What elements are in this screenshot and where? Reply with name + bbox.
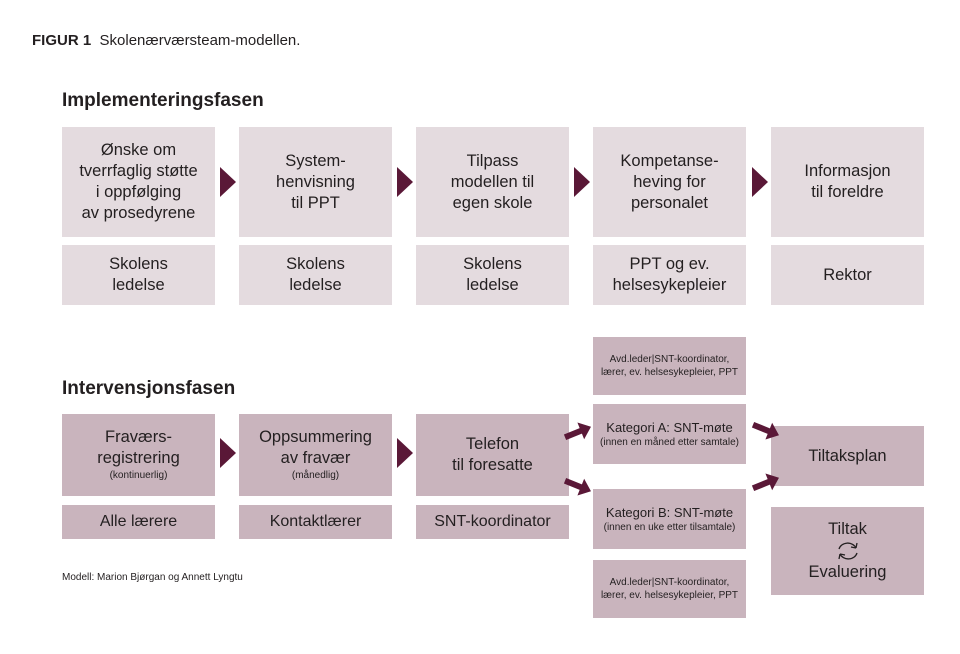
arrow-b-to-plan bbox=[751, 473, 779, 492]
impl-arrow-3 bbox=[574, 167, 590, 197]
implementation-heading: Implementeringsfasen bbox=[62, 90, 264, 111]
impl-responsible-4: PPT og ev. helsesykepleier bbox=[593, 245, 746, 305]
category-a: Kategori A: SNT-møte (innen en måned ett… bbox=[593, 404, 746, 464]
arrow-to-category-a bbox=[563, 422, 591, 441]
impl-arrow-2 bbox=[397, 167, 413, 197]
figure-label: FIGUR 1 bbox=[32, 32, 92, 49]
figure-title: Skolenærværsteam-modellen. bbox=[99, 32, 301, 49]
impl-step-2: System- henvisning til PPT bbox=[239, 127, 392, 237]
int-step-3: Telefon til foresatte bbox=[416, 414, 569, 496]
int-step-2-note: (månedlig) bbox=[291, 470, 340, 481]
arrow-a-to-plan bbox=[751, 421, 779, 440]
figure-caption: FIGUR 1 Skolenærværsteam-modellen. bbox=[32, 32, 300, 49]
cycle-icon bbox=[837, 542, 858, 560]
impl-responsible-3: Skolens ledelse bbox=[416, 245, 569, 305]
int-responsible-2: Kontaktlærer bbox=[239, 505, 392, 539]
participants-bottom: Avd.leder|SNT-koordinator, lærer, ev. he… bbox=[593, 560, 746, 618]
int-arrow-2 bbox=[397, 438, 413, 468]
category-b-note: (innen en uke etter tilsamtale) bbox=[603, 522, 736, 533]
int-step-2-text: Oppsummering av fravær bbox=[259, 428, 372, 467]
model-credit: Modell: Marion Bjørgan og Annett Lyngtu bbox=[62, 572, 243, 583]
int-step-2: Oppsummering av fravær (månedlig) bbox=[239, 414, 392, 496]
tiltaksplan-box: Tiltaksplan bbox=[771, 426, 924, 486]
impl-responsible-2: Skolens ledelse bbox=[239, 245, 392, 305]
int-responsible-3: SNT-koordinator bbox=[416, 505, 569, 539]
arrow-to-category-b bbox=[563, 477, 591, 496]
impl-step-4: Kompetanse- heving for personalet bbox=[593, 127, 746, 237]
int-step-1-text: Fraværs- registrering bbox=[97, 428, 180, 467]
category-a-note: (innen en måned etter samtale) bbox=[600, 437, 739, 448]
category-b-title: Kategori B: SNT-møte bbox=[605, 505, 734, 520]
impl-arrow-4 bbox=[752, 167, 768, 197]
impl-responsible-1: Skolens ledelse bbox=[62, 245, 215, 305]
int-step-1-note: (kontinuerlig) bbox=[109, 470, 168, 481]
int-responsible-1: Alle lærere bbox=[62, 505, 215, 539]
impl-arrow-1 bbox=[220, 167, 236, 197]
impl-step-1: Ønske om tverrfaglig støtte i oppfølging… bbox=[62, 127, 215, 237]
impl-step-5: Informasjon til foreldre bbox=[771, 127, 924, 237]
participants-top: Avd.leder|SNT-koordinator, lærer, ev. he… bbox=[593, 337, 746, 395]
cycle-box: Tiltak Evaluering bbox=[771, 507, 924, 595]
int-step-3-text: Telefon til foresatte bbox=[452, 435, 533, 474]
impl-step-3: Tilpass modellen til egen skole bbox=[416, 127, 569, 237]
int-arrow-1 bbox=[220, 438, 236, 468]
category-b: Kategori B: SNT-møte (innen en uke etter… bbox=[593, 489, 746, 549]
impl-responsible-5: Rektor bbox=[771, 245, 924, 305]
intervention-heading: Intervensjonsfasen bbox=[62, 378, 236, 399]
cycle-top: Tiltak bbox=[828, 520, 867, 538]
int-step-1: Fraværs- registrering (kontinuerlig) bbox=[62, 414, 215, 496]
cycle-bottom: Evaluering bbox=[808, 563, 887, 581]
category-a-title: Kategori A: SNT-møte bbox=[606, 420, 733, 435]
